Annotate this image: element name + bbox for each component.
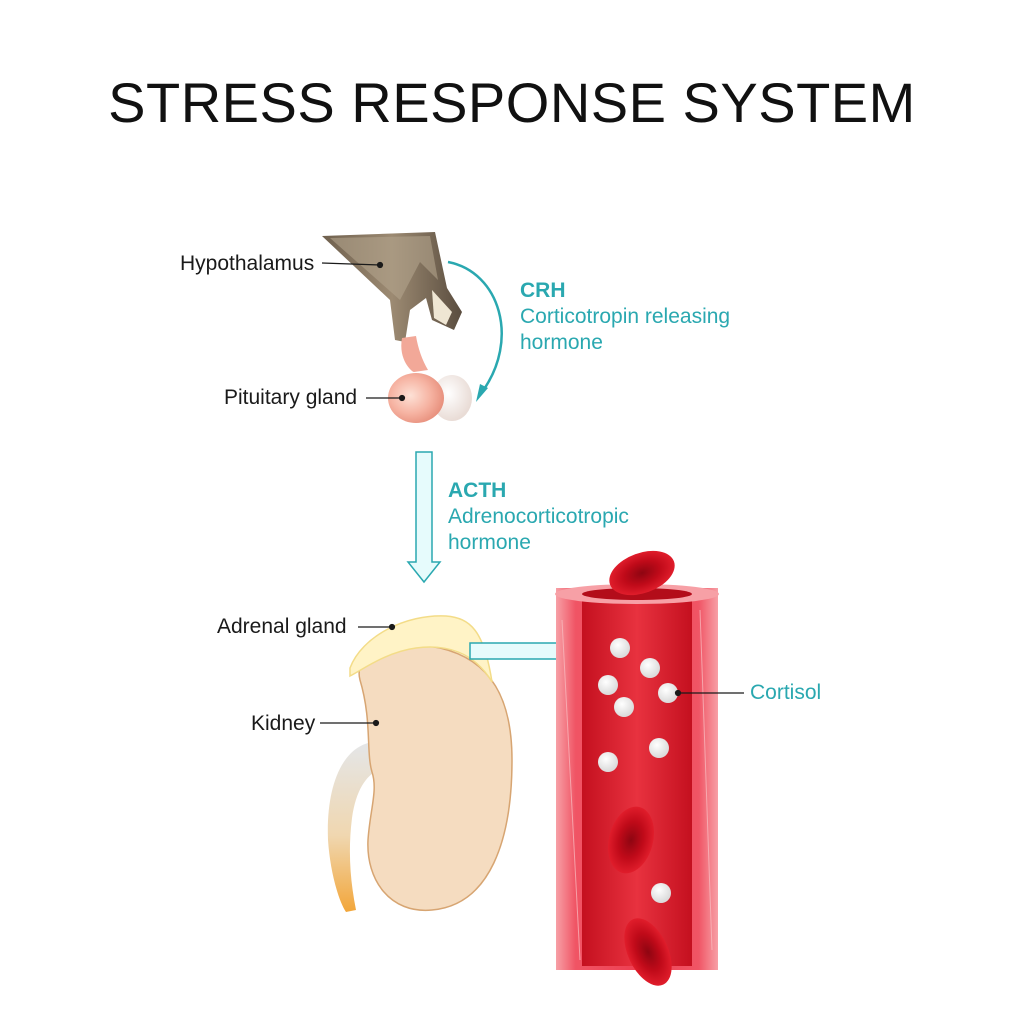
kidney-label: Kidney	[251, 712, 316, 735]
cortisol-molecule	[598, 675, 618, 695]
acth-arrow	[406, 451, 442, 584]
acth-full-name: Adrenocorticotropic hormone	[448, 505, 629, 554]
acth-annotation: ACTH Adrenocorticotropic hormone	[448, 478, 678, 556]
cortisol-molecule	[614, 697, 634, 717]
red-blood-cell	[607, 806, 655, 874]
kidney-illustration	[358, 644, 513, 911]
crh-abbreviation: CRH	[520, 279, 566, 302]
acth-abbreviation: ACTH	[448, 479, 507, 502]
pituitary-label: Pituitary gland	[224, 386, 358, 409]
adrenal-illustration	[349, 615, 493, 683]
crh-annotation: CRH Corticotropin releasing hormone	[520, 278, 750, 356]
crh-full-name: Corticotropin releasing hormone	[520, 305, 731, 354]
hypothalamus-leader	[321, 262, 381, 266]
red-blood-cell	[609, 550, 675, 596]
ureter-illustration	[327, 742, 378, 912]
crh-arrow	[447, 260, 503, 393]
cortisol-molecule	[598, 752, 618, 772]
crh-arrowhead	[476, 384, 488, 402]
diagram-title: STRESS RESPONSE SYSTEM	[108, 71, 916, 134]
blood-vessel-illustration	[555, 584, 719, 970]
red-blood-cells	[607, 550, 675, 986]
cortisol-molecule	[610, 638, 630, 658]
cortisol-molecule	[640, 658, 660, 678]
hypothalamus-label: Hypothalamus	[180, 252, 315, 275]
cortisol-molecules	[598, 638, 678, 903]
adrenal-label: Adrenal gland	[217, 615, 347, 638]
pituitary-illustration	[388, 336, 472, 423]
cortisol-molecule	[658, 683, 678, 703]
cortisol-molecule	[651, 883, 671, 903]
cortisol-label: Cortisol	[750, 681, 822, 704]
red-blood-cell	[624, 918, 672, 986]
cortisol-molecule	[649, 738, 669, 758]
hypothalamus-illustration	[322, 232, 462, 342]
leader-lines	[320, 261, 744, 727]
